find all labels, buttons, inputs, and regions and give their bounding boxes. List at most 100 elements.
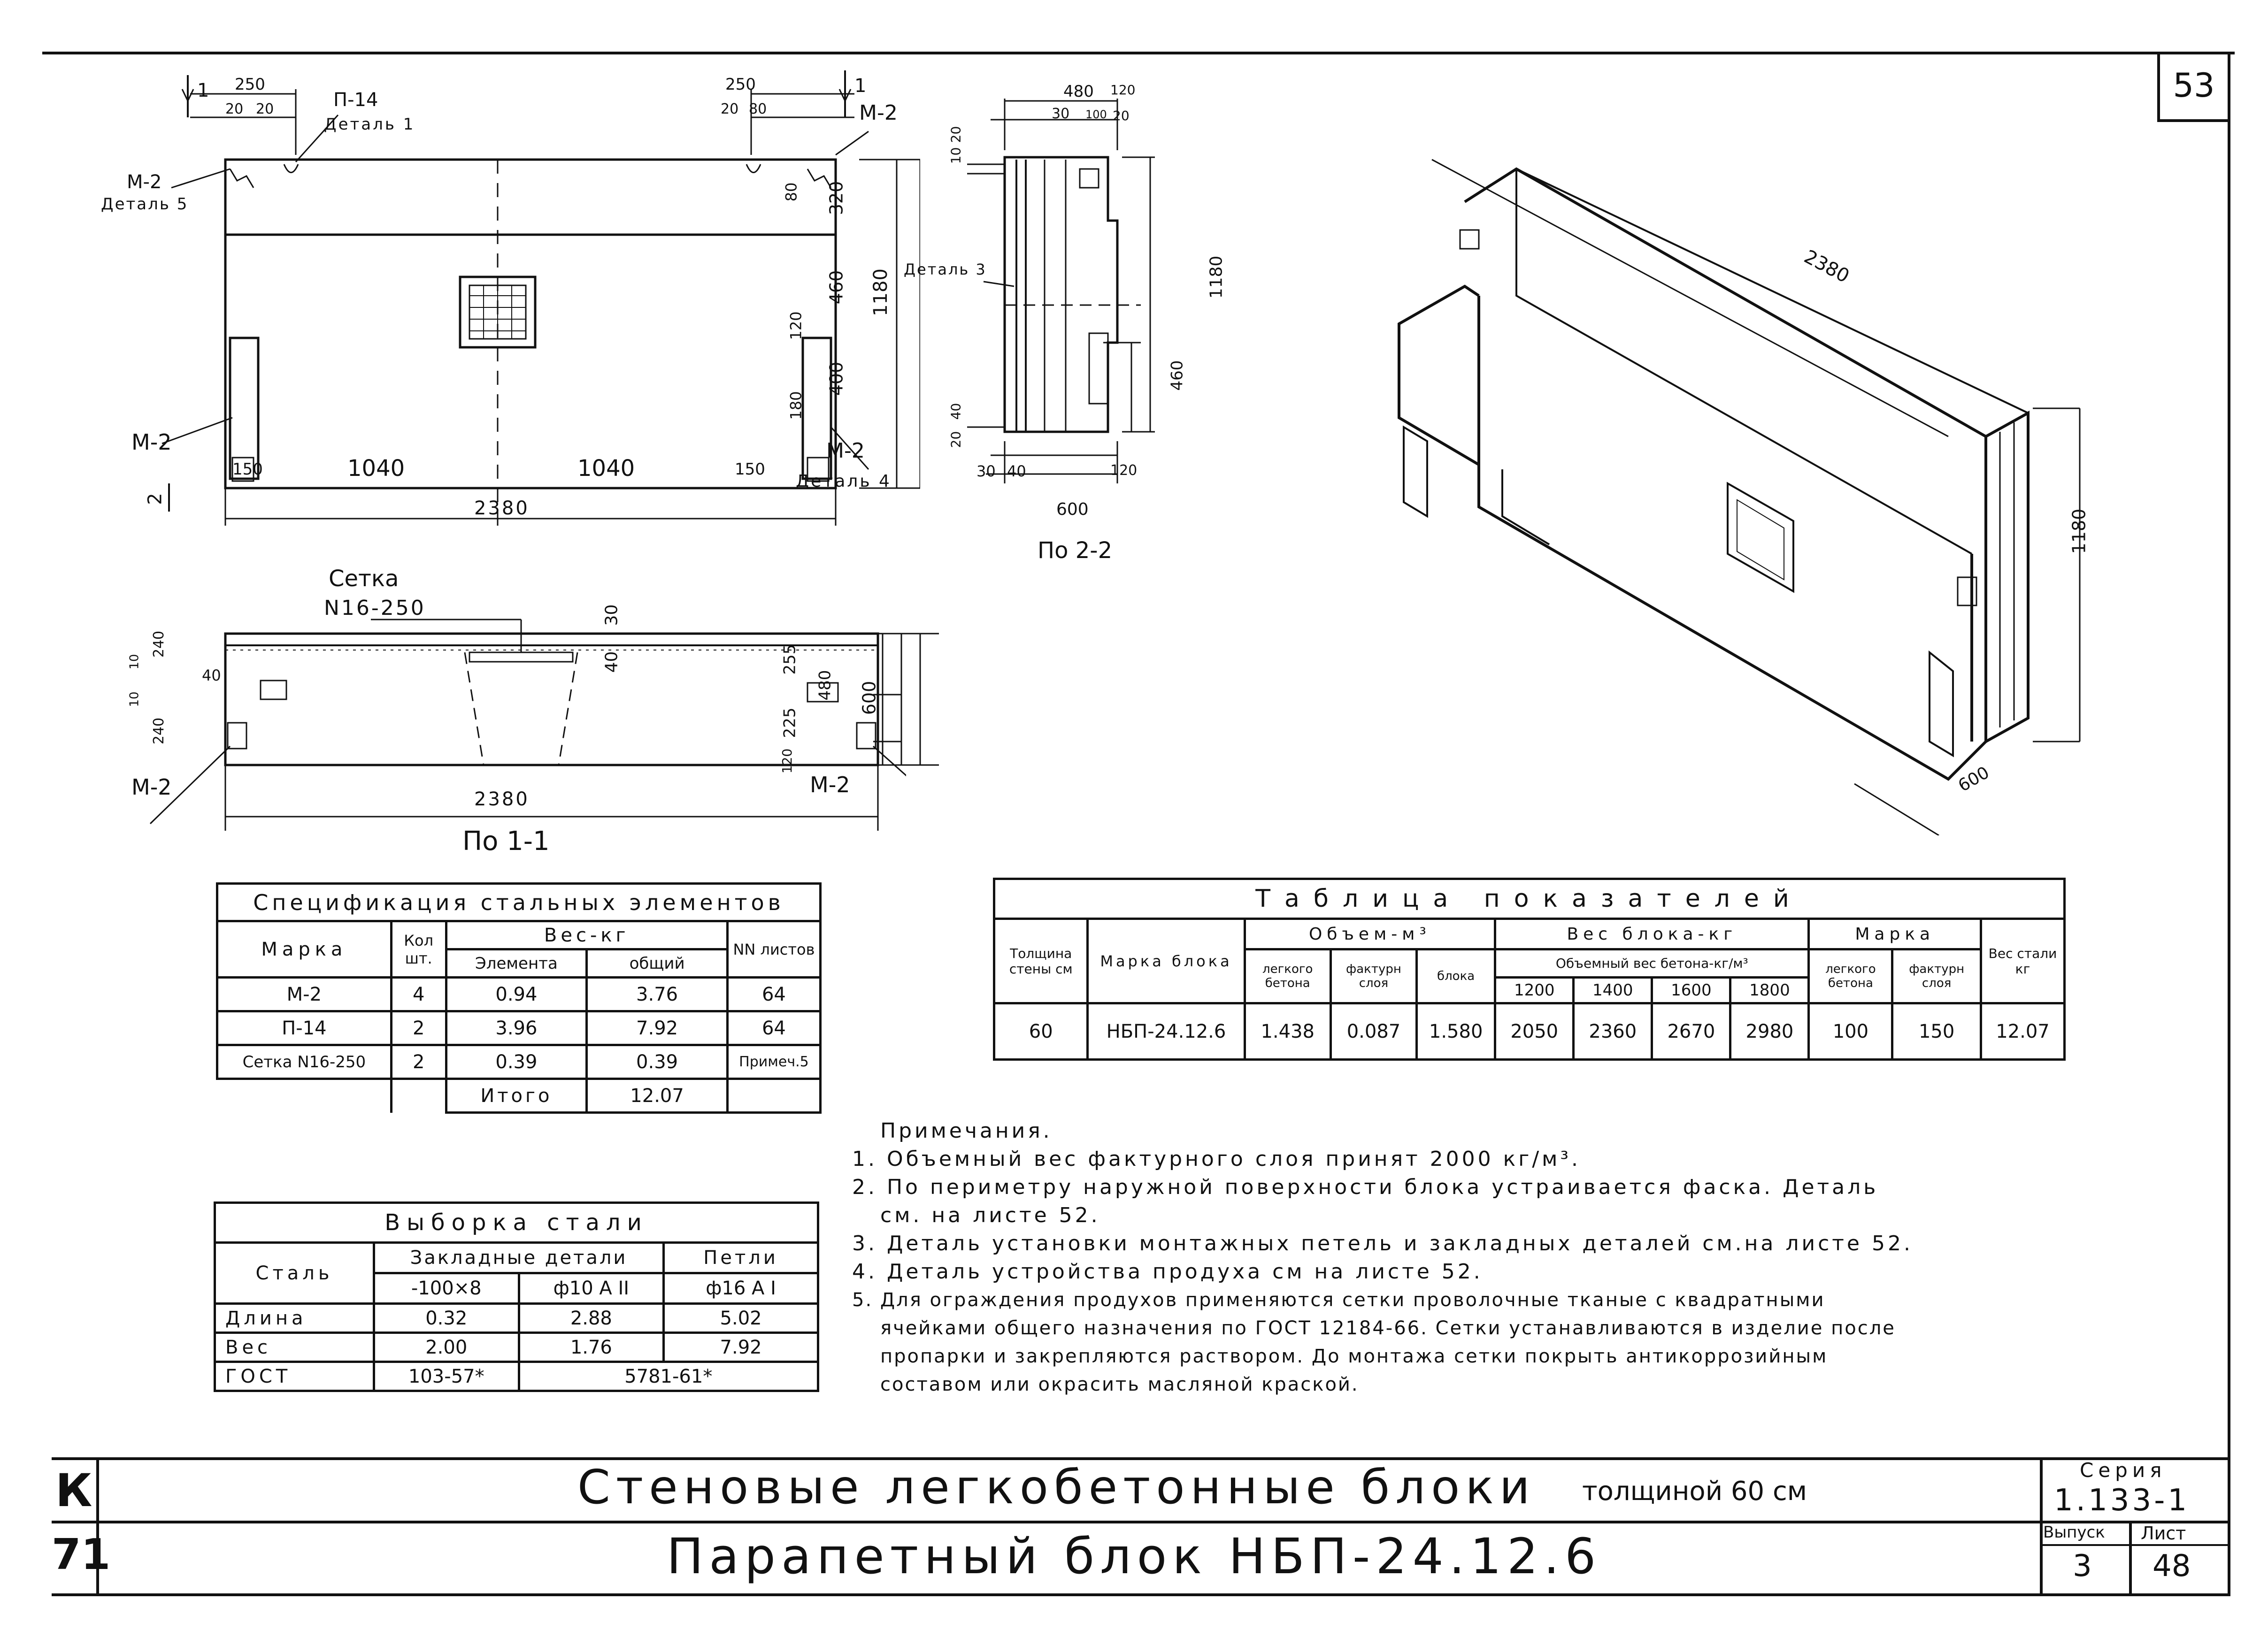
lifting-loop-left: [283, 164, 299, 173]
steel-row-weight-2: 1.76: [517, 1332, 665, 1363]
plan-outline: [224, 632, 879, 766]
plan-dim-right-480: 480: [815, 670, 835, 701]
ind-row-mark: НБП-24.12.6: [1086, 1002, 1246, 1061]
front-dim-bottom-1040a: 1040: [347, 455, 405, 482]
sec22-dim-30: 30: [1052, 106, 1070, 122]
steel-row-gost-1: 103-57*: [372, 1361, 520, 1392]
spec-row1-mark: М-2: [216, 976, 392, 1012]
front-section-mark-left: 1: [197, 80, 209, 101]
ind-row-w1800: 2980: [1729, 1002, 1810, 1061]
sec22-dim-left-10: 10: [948, 147, 964, 164]
spec-row1-total: 3.76: [585, 976, 729, 1012]
spec-header-sheets: NN листов: [726, 920, 822, 979]
front-dim-top-right-80: 80: [749, 101, 767, 117]
spec-row1-sheet: 64: [726, 976, 822, 1012]
ind-row-vol-light: 1.438: [1243, 1002, 1332, 1061]
callout-detail-4: Деталь 4: [796, 472, 892, 491]
note-3: 3. Деталь установки монтажных петель и з…: [852, 1232, 1913, 1255]
front-dim-top-left-20b: 20: [256, 101, 274, 117]
sec22-dim-left-20b: 20: [948, 431, 964, 448]
title-block-name: Парапетный блок НБП-24.12.6: [667, 1528, 1602, 1585]
plan-dim-left-10a: 10: [127, 654, 142, 670]
ind-header-m-fact: фактурн слоя: [1891, 948, 1982, 1004]
front-dim-top-left-20a: 20: [225, 101, 244, 117]
ind-header-weight-sub: Объемный вес бетона-кг/м³: [1494, 948, 1810, 979]
front-dim-bottom-1040b: 1040: [577, 455, 635, 482]
series-label: Серия: [2080, 1459, 2167, 1482]
embedded-m2-left: [231, 457, 254, 482]
right-loop-recess: [801, 337, 832, 480]
spec-row3-qty: 2: [390, 1044, 447, 1080]
spec-row2-total: 7.92: [585, 1010, 729, 1046]
front-dim-top-left-250: 250: [235, 75, 265, 94]
sheet-left-border: [96, 1460, 99, 1596]
note-1: 1. Объемный вес фактурного слоя принят 2…: [852, 1147, 1581, 1171]
plan-dim-right-120: 120: [779, 748, 795, 774]
sec22-dim-left-20a: 20: [948, 126, 964, 143]
plan-caption: По 1-1: [462, 826, 550, 857]
sheet-value: 48: [2153, 1549, 2191, 1584]
front-dim-right-400: 400: [826, 361, 847, 396]
title-block-mid-line: [52, 1521, 2230, 1523]
spec-row2-mark: П-14: [216, 1010, 392, 1046]
steel-header-f16: ф16 А I: [662, 1272, 819, 1305]
front-block-outline: [224, 158, 837, 490]
ind-header-thickness: Толщина стены см: [992, 918, 1089, 1004]
plan-loop-right: [807, 682, 839, 703]
callout-m2-bottom-right: М-2: [826, 439, 865, 463]
plan-dim-left-240b: 240: [151, 717, 168, 745]
ind-row-vol-fact: 0.087: [1329, 1002, 1418, 1061]
steel-header-steel: Сталь: [214, 1241, 375, 1305]
sec22-dim-bottom-30: 30: [976, 462, 996, 480]
page-number-box: 53: [2157, 52, 2228, 122]
spec-header-total: общий: [585, 948, 729, 979]
plan-dim-right-225: 225: [780, 707, 800, 738]
front-section-mark-bottom: 2: [144, 493, 166, 505]
steel-row-length-3: 5.02: [662, 1302, 819, 1334]
front-dim-right-80: 80: [782, 182, 800, 202]
ind-row-steel: 12.07: [1979, 1002, 2066, 1061]
spec-header-qty: Кол шт.: [390, 920, 447, 979]
sec22-dim-100: 100: [1085, 108, 1107, 121]
isometric-view-drawing: [1398, 159, 2081, 835]
plan-dim-center-30: 30: [602, 604, 622, 626]
note-5: 5. Для ограждения продухов применяются с…: [852, 1289, 1825, 1311]
plan-callout-m2-right: М-2: [810, 772, 850, 797]
chamfer-detail-right: [807, 168, 832, 188]
spec-row3-sheet: Примеч.5: [726, 1044, 822, 1080]
chamfer-detail-left: [229, 168, 254, 188]
lifting-loop-right: [746, 164, 761, 173]
spec-row3-total: 0.39: [585, 1044, 729, 1080]
sec22-caption: По 2-2: [1038, 537, 1113, 564]
ind-header-vol-block: блока: [1415, 948, 1497, 1004]
left-loop-recess: [229, 337, 260, 480]
indicators-table: Таблица показателей Толщина стены см Мар…: [992, 878, 2066, 1061]
front-dim-right-320: 320: [826, 181, 847, 215]
spec-row3-mark: Сетка N16-250: [216, 1044, 392, 1080]
left-mark-k: К: [55, 1464, 92, 1517]
spec-row2-qty: 2: [390, 1010, 447, 1046]
note-5-line4: составом или окрасить масляной краской.: [880, 1374, 1359, 1395]
spec-row2-sheet: 64: [726, 1010, 822, 1046]
title-block-right-divider: [2040, 1457, 2043, 1596]
spec-header-element: Элемента: [445, 948, 588, 979]
front-overall-width: 2380: [474, 497, 530, 519]
note-2-cont: см. на листе 52.: [880, 1203, 1100, 1227]
front-dim-right-120: 120: [787, 311, 805, 340]
callout-detail-1: Деталь 1: [324, 115, 415, 134]
section-22-outline: [1003, 156, 1119, 433]
plan-right-dims: [873, 633, 939, 766]
iso-vent-grille: [1727, 482, 1794, 593]
title-sub: толщиной 60 см: [1582, 1476, 1807, 1507]
plan-dim-left-40: 40: [202, 666, 221, 684]
spec-total-value: 12.07: [585, 1078, 729, 1114]
ind-header-w1600: 1600: [1651, 976, 1732, 1004]
iso-block-outline: [1464, 167, 1987, 781]
steel-header-f10: ф10 А II: [517, 1272, 665, 1305]
plan-callout-m2-left: М-2: [131, 774, 172, 800]
title-block-top-line: [52, 1457, 2230, 1460]
sec22-dim-480: 480: [1063, 82, 1094, 101]
callout-detail-3: Деталь 3: [904, 260, 987, 278]
plan-overall-width: 2380: [474, 788, 530, 810]
issue-value: 3: [2073, 1549, 2092, 1584]
